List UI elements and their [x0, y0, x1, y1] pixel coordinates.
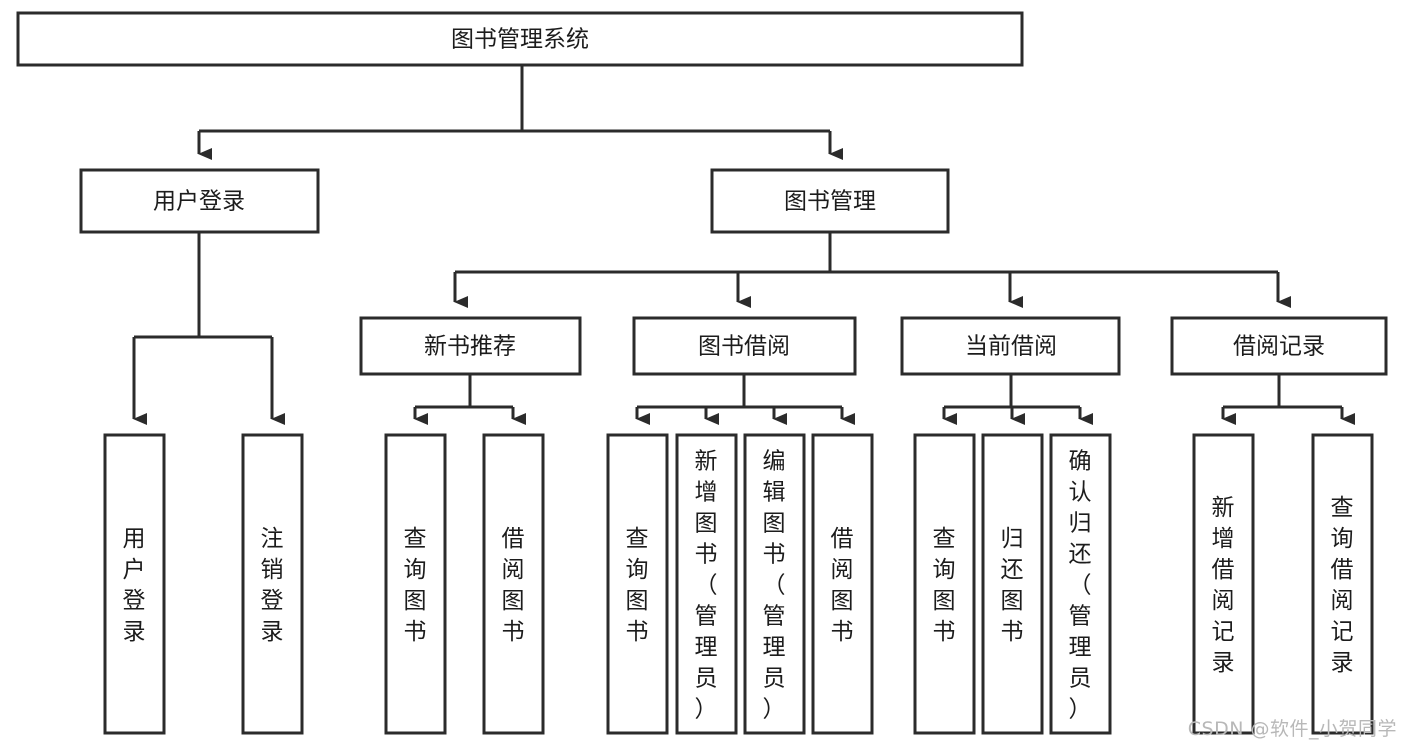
leaf-box: [384, 433, 447, 735]
leaf-box: [1311, 433, 1374, 735]
node-book-management[interactable]: 图书管理: [710, 168, 950, 234]
leaf-label: 查询图书: [626, 526, 649, 645]
leaf-box: [482, 433, 545, 735]
node-borrow-record-label: 借阅记录: [1233, 334, 1325, 360]
node-current-borrow-label: 当前借阅: [965, 334, 1057, 360]
leaf-node-query-book-borrow[interactable]: 查询图书: [606, 433, 669, 735]
node-new-book-recommend[interactable]: 新书推荐: [359, 316, 582, 376]
leaf-label: 查询借阅记录: [1331, 495, 1354, 676]
leaf-box: [913, 433, 976, 735]
node-current-borrow-box: [900, 316, 1121, 376]
leaf-label: 新增借阅记录: [1212, 495, 1235, 676]
node-current-borrow[interactable]: 当前借阅: [900, 316, 1121, 376]
leaf-node-user-login-action[interactable]: 用户登录: [103, 433, 166, 735]
leaf-node-confirm-return-admin[interactable]: 确认归还（管理员）: [1049, 433, 1112, 735]
leaf-label: 借阅图书: [502, 526, 525, 645]
leaf-box: [1049, 433, 1112, 735]
leaf-box: [811, 433, 874, 735]
leaf-label: 确认归还（管理员）: [1069, 449, 1092, 723]
node-new-book-recommend-label: 新书推荐: [424, 334, 516, 360]
node-book-borrow-box: [632, 316, 857, 376]
leaf-box: [743, 433, 806, 735]
node-root-label: 图书管理系统: [451, 27, 589, 53]
leaf-label: 归还图书: [1001, 526, 1024, 645]
leaf-node-add-book-admin[interactable]: 新增图书（管理员）: [675, 433, 738, 735]
leaf-label: 查询图书: [933, 526, 956, 645]
leaf-box: [981, 433, 1044, 735]
leaf-box: [675, 433, 738, 735]
leaf-node-borrow-book-rec[interactable]: 借阅图书: [482, 433, 545, 735]
node-root-box: [16, 11, 1024, 67]
node-new-book-recommend-box: [359, 316, 582, 376]
leaf-label: 查询图书: [404, 526, 427, 645]
leaf-node-user-logout-action[interactable]: 注销登录: [241, 433, 304, 735]
leaf-box: [241, 433, 304, 735]
csdn-watermark: CSDN @软件_小贺同学: [1187, 718, 1397, 740]
leaf-label: 注销登录: [261, 526, 284, 645]
leaf-label: 新增图书（管理员）: [695, 449, 718, 723]
leaf-node-borrow-book-action[interactable]: 借阅图书: [811, 433, 874, 735]
leaf-node-add-borrow-record[interactable]: 新增借阅记录: [1192, 433, 1255, 735]
node-root[interactable]: 图书管理系统: [16, 11, 1024, 67]
node-borrow-record[interactable]: 借阅记录: [1170, 316, 1388, 376]
leaf-node-return-book[interactable]: 归还图书: [981, 433, 1044, 735]
node-book-borrow-label: 图书借阅: [698, 334, 790, 360]
node-book-management-box: [710, 168, 950, 234]
leaf-node-edit-book-admin[interactable]: 编辑图书（管理员）: [743, 433, 806, 735]
leaf-label: 编辑图书（管理员）: [763, 449, 786, 723]
leaf-box: [1192, 433, 1255, 735]
leaf-label: 用户登录: [123, 526, 146, 645]
connector-layer: [132, 65, 1355, 425]
leaf-box: [103, 433, 166, 735]
leaf-nodes-layer: 用户登录 注销登录 查询图书 借阅图书 查询图书 新增图书（管理员）: [103, 433, 1374, 735]
node-book-management-label: 图书管理: [784, 189, 876, 215]
leaf-node-query-borrow-record[interactable]: 查询借阅记录: [1311, 433, 1374, 735]
node-borrow-record-box: [1170, 316, 1388, 376]
node-user-login-label: 用户登录: [153, 189, 245, 215]
node-user-login[interactable]: 用户登录: [79, 168, 320, 234]
leaf-node-query-book-rec[interactable]: 查询图书: [384, 433, 447, 735]
leaf-box: [606, 433, 669, 735]
leaf-label: 借阅图书: [831, 526, 854, 645]
node-user-login-box: [79, 168, 320, 234]
leaf-node-query-book-current[interactable]: 查询图书: [913, 433, 976, 735]
node-book-borrow[interactable]: 图书借阅: [632, 316, 857, 376]
